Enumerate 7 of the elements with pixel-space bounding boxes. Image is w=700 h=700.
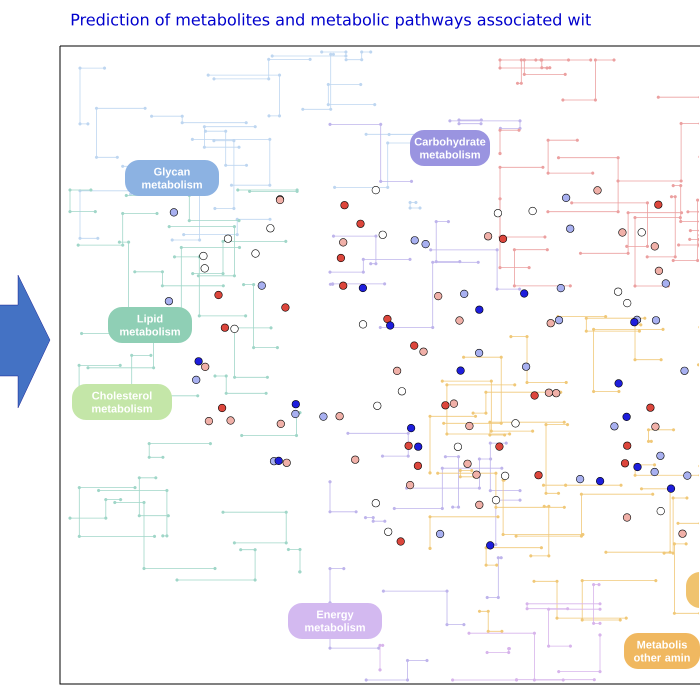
pathway-label: Metabolis other amin <box>624 633 700 669</box>
pathway-label: Cholesterol metabolism <box>72 384 172 420</box>
pathway-label: Carbohydrate metabolism <box>410 130 490 166</box>
pathway-label: Glycan metabolism <box>125 160 219 196</box>
pathway-label: Lipid metabolism <box>108 307 192 343</box>
pathway-label: Energy metabolism <box>288 603 382 639</box>
title: Prediction of metabolites and metabolic pathways associated wit <box>72 13 591 29</box>
